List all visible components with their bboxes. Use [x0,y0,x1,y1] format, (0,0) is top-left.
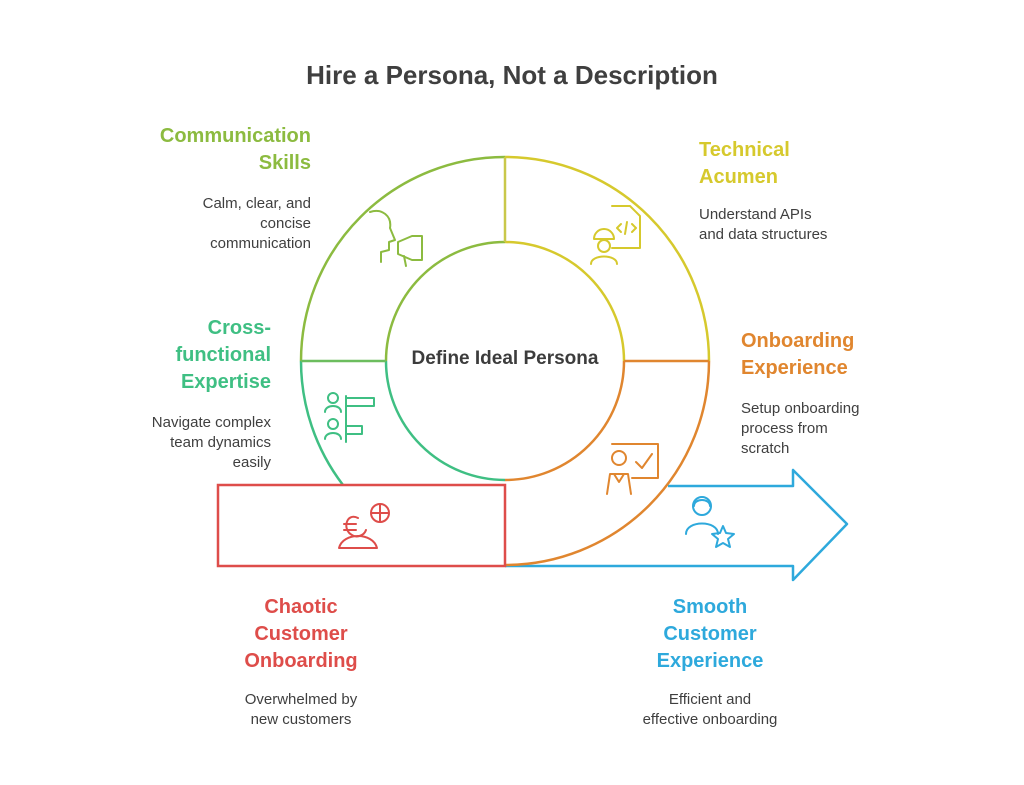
technical-heading-line: Technical [699,139,790,161]
chaotic-heading-line: Customer [254,623,348,645]
smooth-heading-line: Experience [656,650,764,672]
chaotic-onboarding-box [216,483,507,568]
crossfunctional-description: Navigate complex team dynamics easily [111,413,271,473]
chaotic-description: Overwhelmed by new customers [201,690,401,730]
chaotic-description-line: new customers [250,711,352,728]
onboarding-description-line: scratch [741,440,790,457]
ring-crossfunctional-arc [299,360,344,486]
technical-heading-line: Acumen [699,166,778,188]
onboarding-heading: Onboarding Experience [741,328,941,382]
crossfunctional-heading-line: Expertise [180,371,271,393]
speaking-megaphone-icon [369,210,423,267]
smooth-heading-line: Smooth [672,596,748,618]
communication-heading-line: Communication [159,125,311,147]
communication-description-line: Calm, clear, and [202,195,311,212]
technical-description-line: and data structures [699,226,828,243]
developer-code-icon [590,205,641,265]
crossfunctional-description-line: easily [232,454,271,471]
smooth-heading: Smooth Customer Experience [610,594,810,675]
inner-ring-communication-arc [384,240,506,362]
chaotic-heading-line: Chaotic [264,596,338,618]
chaotic-heading-line: Onboarding [244,650,358,672]
page-title: Hire a Persona, Not a Description [306,60,718,90]
smooth-description-line: Efficient and [668,691,752,708]
person-star-icon [685,496,735,548]
onboarding-description-line: Setup onboarding [741,400,860,417]
crossfunctional-description-line: Navigate complex [151,414,271,431]
chaotic-description-line: Overwhelmed by [244,691,358,708]
communication-heading: Communication Skills [110,123,311,177]
presenter-checkmark-icon [606,443,659,495]
onboarding-heading-line: Experience [741,357,848,379]
inner-ring-onboarding-arc [504,360,626,482]
technical-description-line: Understand APIs [699,206,812,223]
onboarding-heading-line: Onboarding [741,330,855,352]
smooth-heading-line: Customer [663,623,757,645]
onboarding-description: Setup onboarding process from scratch [741,399,941,459]
confused-person-icon [338,503,390,549]
communication-heading-line: Skills [258,152,311,174]
technical-heading: Technical Acumen [699,137,899,191]
communication-description-line: concise [260,215,311,232]
inner-ring-technical-arc [504,240,626,362]
smooth-description: Efficient and effective onboarding [600,690,820,730]
team-hierarchy-icon [324,392,375,443]
onboarding-description-line: process from [741,420,828,437]
ring-communication-arc [299,155,506,362]
smooth-experience-arrow [505,468,849,582]
technical-description: Understand APIs and data structures [699,205,899,245]
crossfunctional-heading: Cross- functional Expertise [130,315,271,396]
chaotic-heading: Chaotic Customer Onboarding [201,594,401,675]
ring-onboarding-arc [504,360,711,567]
crossfunctional-heading-line: Cross- [207,317,271,339]
ring-technical-arc [504,155,711,362]
communication-description: Calm, clear, and concise communication [150,194,311,254]
crossfunctional-description-line: team dynamics [170,434,271,451]
crossfunctional-heading-line: functional [175,344,271,366]
smooth-description-line: effective onboarding [642,711,778,728]
inner-ring-crossfunctional-arc [384,360,506,482]
communication-description-line: communication [210,235,311,252]
center-label: Define Ideal Persona [411,348,599,369]
